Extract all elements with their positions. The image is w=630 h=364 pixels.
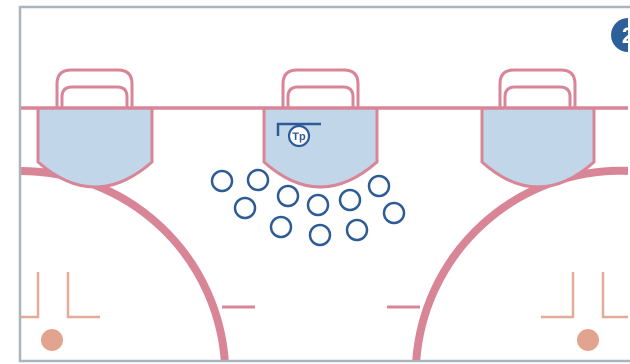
player-marker — [369, 176, 389, 196]
right-crease-zone — [482, 108, 594, 187]
right-hash-mark-b — [603, 272, 630, 317]
tp-label: Tp — [292, 131, 306, 143]
right-faceoff-spot — [577, 329, 599, 351]
player-marker — [308, 195, 328, 215]
player-marker — [347, 220, 367, 240]
left-hash-mark-a — [20, 272, 38, 317]
rink-area: Tp 2 — [20, 18, 630, 364]
right-hash-mark-a — [541, 272, 573, 317]
left-faceoff-spot — [41, 329, 63, 351]
left-goal-frame — [57, 70, 132, 108]
left-crease-zone — [38, 108, 152, 187]
player-marker — [248, 170, 268, 190]
player-marker — [384, 203, 404, 223]
right-corner-arc — [416, 171, 630, 364]
player-marker — [271, 217, 291, 237]
player-marker — [212, 171, 232, 191]
step-badge-number: 2 — [622, 23, 630, 48]
player-marker — [235, 198, 255, 218]
center-crease-zone — [264, 108, 377, 187]
center-goal-frame — [283, 70, 358, 108]
player-marker — [340, 190, 360, 210]
right-goal-frame — [500, 70, 575, 108]
player-marker — [278, 186, 298, 206]
left-hash-mark-b — [68, 272, 100, 317]
player-marker — [310, 225, 330, 245]
